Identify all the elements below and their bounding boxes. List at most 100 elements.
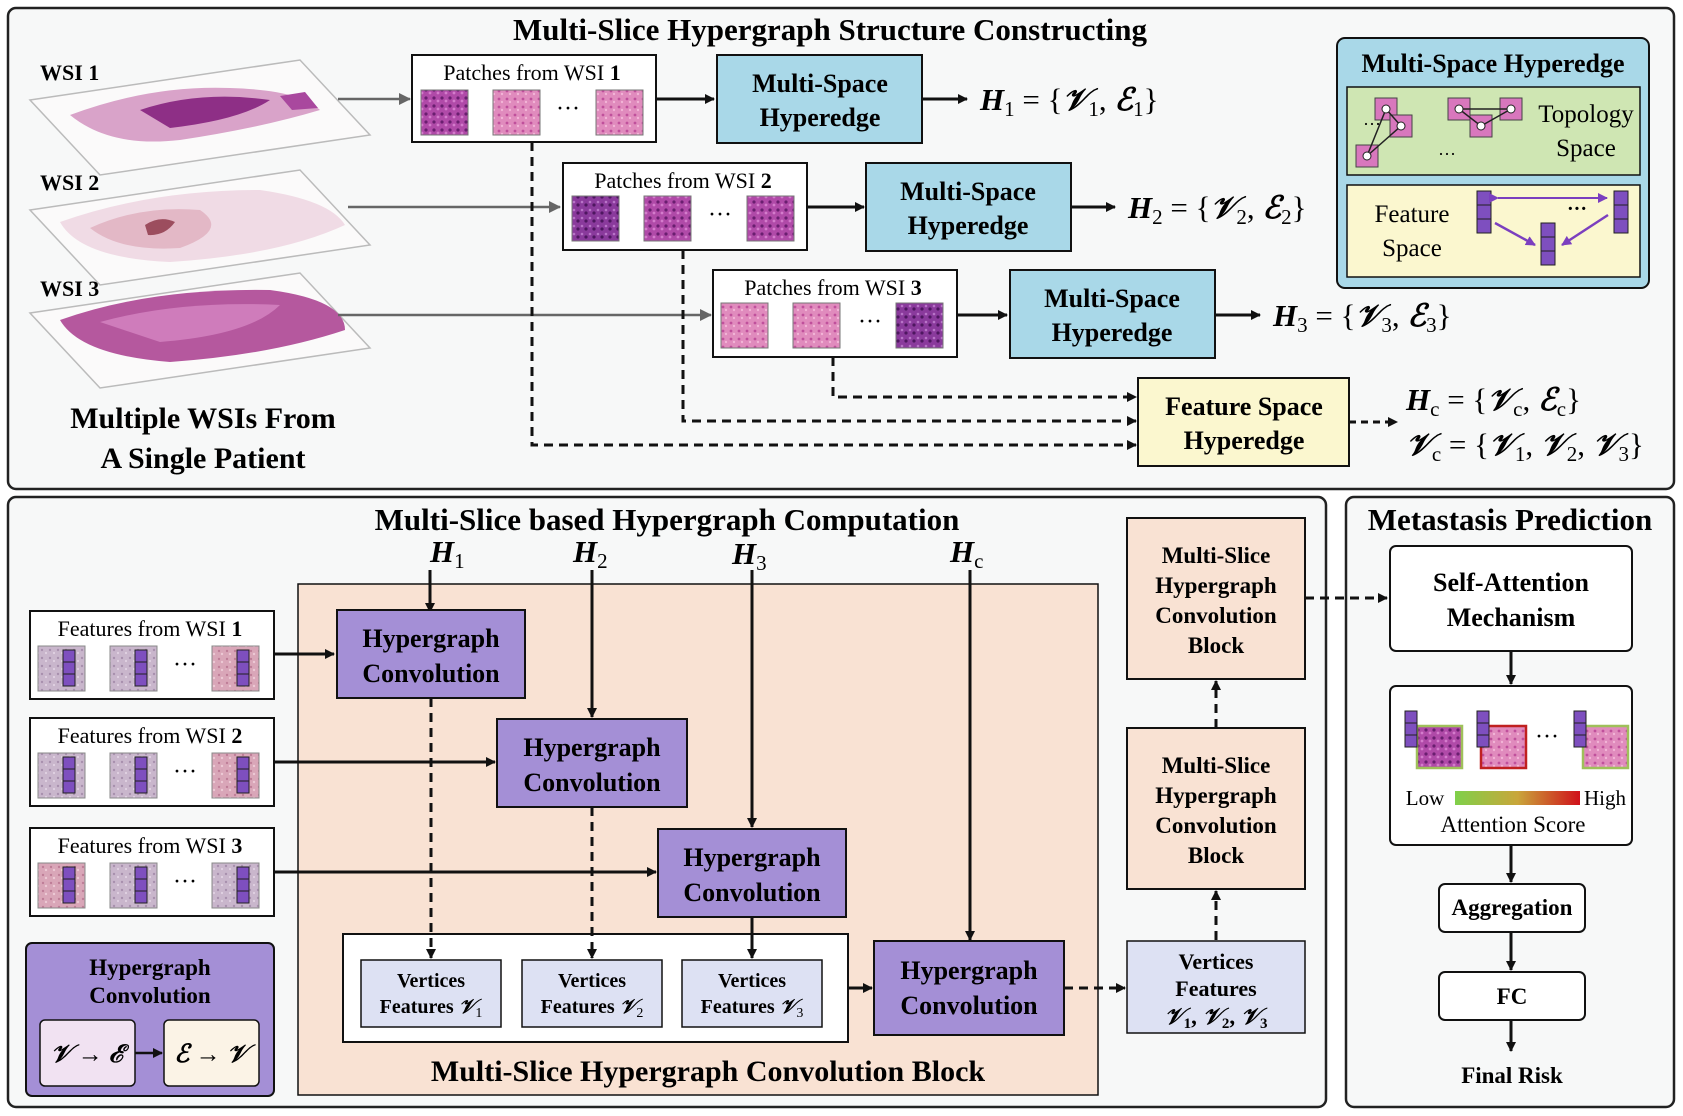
svg-text:Hypergraph: Hypergraph [683, 843, 821, 872]
patch-row-2-label: Patches from WSI 2 [594, 168, 771, 193]
svg-text:Features from WSI 2: Features from WSI 2 [58, 723, 243, 748]
patch-thumb [420, 89, 469, 136]
multi-space-hyperedge-2: Multi-Space Hyperedge [865, 162, 1072, 252]
svg-text:···: ··· [1438, 144, 1456, 164]
equation-H2: H2 = {𝒱2, ℰ2} [1127, 190, 1307, 229]
input-H3: H3 [731, 536, 767, 828]
multi-slice-block-top: Multi-Slice Hypergraph Convolution Block [1126, 517, 1306, 680]
patch-thumb [895, 302, 944, 349]
wsi-slide-1 [28, 59, 372, 176]
feature-vector-icon [1540, 222, 1556, 266]
dashed-link-patches1 [530, 142, 1137, 450]
low-label: Low [1406, 786, 1445, 810]
legend-title: Multi-Space Hyperedge [1361, 49, 1624, 78]
svg-text:Features 𝒱3: Features 𝒱3 [701, 996, 804, 1021]
patch-thumb [643, 195, 692, 242]
legend-topology-label-1: Topology [1538, 101, 1634, 128]
patch-thumb [595, 89, 644, 136]
wsi-label-1: WSI 1 [40, 60, 99, 85]
right-panel-title: Metastasis Prediction [1368, 502, 1652, 537]
patch-thumb [492, 89, 541, 136]
svg-text:Vertices: Vertices [558, 970, 626, 992]
legend-hypergraph-convolution: Hypergraph Convolution 𝒱 → ℰ ℰ → 𝒱 [25, 942, 275, 1097]
features-wsi-2: Features from WSI 2 ··· [29, 717, 275, 807]
wsi-label-2: WSI 2 [40, 170, 99, 195]
patch-thumb [792, 302, 841, 349]
svg-text:Hyperedge: Hyperedge [760, 103, 881, 132]
legend-topology-label-2: Space [1556, 135, 1616, 162]
patch-row-2: Patches from WSI 2 ··· [562, 162, 808, 251]
svg-text:···: ··· [173, 652, 197, 678]
svg-text:Convolution: Convolution [89, 983, 211, 1008]
svg-text:Aggregation: Aggregation [1452, 895, 1573, 920]
patch-row-1: Patches from WSI 1 ··· [411, 54, 657, 143]
legend-multi-space-hyperedge: Multi-Space Hyperedge ··· ··· Topology S… [1336, 37, 1650, 289]
input-H1: H1 [425, 534, 465, 613]
svg-text:Mechanism: Mechanism [1447, 603, 1576, 632]
aggregation-box: Aggregation [1438, 883, 1586, 933]
svg-text:···: ··· [173, 759, 197, 785]
svg-text:···: ··· [173, 869, 197, 895]
hypergraph-conv-2: Hypergraph Convolution [496, 718, 688, 808]
hypergraph-conv-c: Hypergraph Convolution [873, 940, 1065, 1036]
svg-text:Convolution: Convolution [900, 991, 1038, 1020]
hypergraph-conv-1: Hypergraph Convolution [336, 609, 526, 699]
multi-space-hyperedge-3: Multi-Space Hyperedge [1009, 269, 1216, 359]
svg-text:H3: H3 [731, 536, 767, 575]
wsi-slide-3 [28, 272, 372, 389]
svg-text:Features from WSI 3: Features from WSI 3 [58, 833, 243, 858]
equation-H1: H1 = {𝒱1, ℰ1} [979, 82, 1159, 121]
patch-ellipsis: ··· [708, 202, 732, 228]
svg-text:Multi-Space: Multi-Space [752, 69, 888, 98]
svg-text:Hypergraph: Hypergraph [523, 733, 661, 762]
self-attention-box: Self-Attention Mechanism [1389, 545, 1633, 652]
fc-box: FC [1438, 971, 1586, 1021]
svg-text:···: ··· [1535, 724, 1559, 750]
feature-vector-icon [1476, 190, 1492, 234]
svg-text:Vertices: Vertices [397, 970, 465, 992]
svg-text:Hypergraph: Hypergraph [900, 956, 1038, 985]
equation-Hc: Hc = {𝒱c, ℰc} [1405, 382, 1581, 421]
svg-text:H1: H1 [429, 534, 465, 573]
svg-text:ℰ → 𝒱: ℰ → 𝒱 [174, 1041, 256, 1068]
patient-caption-line-1: Multiple WSIs From [70, 402, 336, 435]
svg-text:Convolution: Convolution [683, 878, 821, 907]
vertices-features-3: Vertices Features 𝒱3 [681, 959, 823, 1028]
svg-text:Hyperedge: Hyperedge [1184, 426, 1305, 455]
svg-text:Block: Block [1188, 633, 1244, 658]
svg-text:𝒱1, 𝒱2, 𝒱3: 𝒱1, 𝒱2, 𝒱3 [1164, 1004, 1267, 1032]
svg-text:Features: Features [1175, 976, 1257, 1001]
svg-text:Hyperedge: Hyperedge [908, 211, 1029, 240]
patch-thumb [720, 302, 769, 349]
svg-text:Hyperedge: Hyperedge [1052, 318, 1173, 347]
svg-text:Feature Space: Feature Space [1165, 392, 1323, 421]
high-label: High [1584, 786, 1627, 810]
svg-text:Block: Block [1188, 843, 1244, 868]
legend-feature-label-2: Space [1382, 235, 1442, 262]
equation-H3: H3 = {𝒱3, ℰ3} [1272, 298, 1452, 337]
svg-text:Features 𝒱2: Features 𝒱2 [541, 996, 644, 1021]
svg-text:Convolution: Convolution [362, 659, 500, 688]
svg-text:Self-Attention: Self-Attention [1433, 568, 1590, 597]
patient-caption-line-2: A Single Patient [100, 442, 305, 475]
features-wsi-1: Features from WSI 1 ··· [29, 610, 275, 700]
dashed-link-patches3 [831, 357, 1137, 402]
patch-ellipsis: ··· [858, 309, 882, 335]
conv-block-caption: Multi-Slice Hypergraph Convolution Block [431, 1055, 986, 1088]
multi-space-hyperedge-1: Multi-Space Hyperedge [716, 54, 923, 144]
svg-text:Multi-Slice: Multi-Slice [1162, 543, 1271, 568]
legend-edge-to-vertex [163, 1019, 260, 1087]
svg-text:Hypergraph: Hypergraph [1155, 573, 1277, 598]
patch-thumb [571, 195, 620, 242]
svg-text:FC: FC [1497, 984, 1528, 1009]
legend-feature-label-1: Feature [1375, 201, 1450, 228]
svg-text:H2: H2 [572, 534, 608, 573]
svg-text:Convolution: Convolution [523, 768, 661, 797]
svg-text:Convolution: Convolution [1155, 603, 1277, 628]
svg-text:Hypergraph: Hypergraph [1155, 783, 1277, 808]
vertices-features-1: Vertices Features 𝒱1 [360, 959, 502, 1028]
wsi-slide-2 [28, 169, 372, 286]
input-Hc: Hc [949, 534, 983, 941]
patch-row-1-label: Patches from WSI 1 [443, 60, 620, 85]
attention-score-label: Attention Score [1441, 812, 1586, 837]
